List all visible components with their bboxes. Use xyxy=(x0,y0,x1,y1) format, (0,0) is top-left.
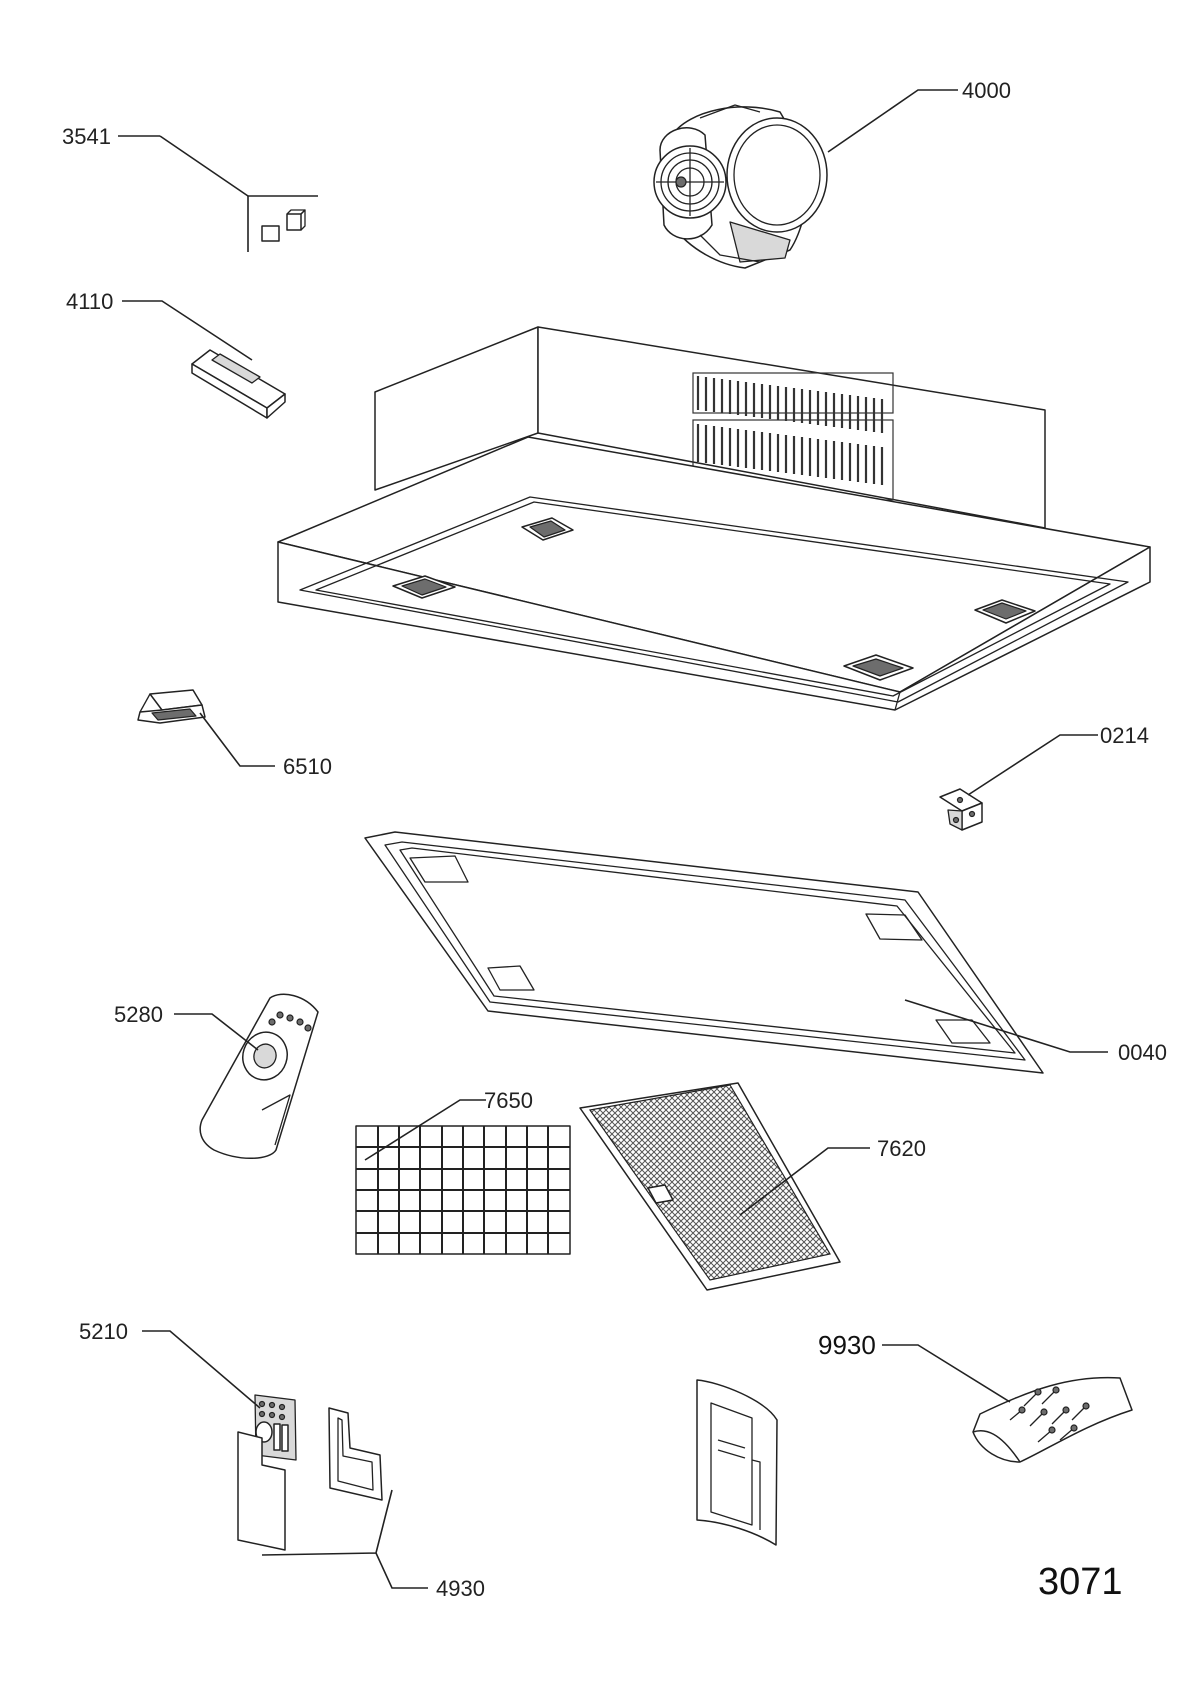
part-4000[interactable]: 4000 xyxy=(653,78,1011,269)
part-4110[interactable]: 4110 xyxy=(66,289,286,419)
leader-0214 xyxy=(967,734,1098,796)
leader-5280 xyxy=(174,1013,259,1051)
part-7650-drawing xyxy=(355,1125,571,1255)
label-4930: 4930 xyxy=(436,1576,485,1601)
part-7620[interactable]: 7620 xyxy=(579,1082,926,1291)
part-0214[interactable]: 0214 xyxy=(939,723,1149,831)
part-5280-drawing xyxy=(199,993,319,1159)
leader-4110 xyxy=(122,300,253,361)
part-0040-drawing xyxy=(364,831,1044,1074)
label-0040: 0040 xyxy=(1118,1040,1167,1065)
part-9930[interactable]: 9930 xyxy=(818,1330,1133,1463)
part-3541-drawing xyxy=(247,195,318,252)
label-3541: 3541 xyxy=(62,124,111,149)
leader-6510 xyxy=(199,712,275,767)
part-5280[interactable]: 5280 xyxy=(114,993,319,1159)
downlight-3 xyxy=(974,599,1036,624)
leader-7650 xyxy=(364,1099,486,1161)
downlight-2 xyxy=(392,575,456,599)
label-9930: 9930 xyxy=(818,1330,876,1360)
leader-4930 xyxy=(261,1489,428,1589)
label-5210: 5210 xyxy=(79,1319,128,1344)
label-4110: 4110 xyxy=(66,289,113,314)
hood-body xyxy=(277,326,1151,711)
vent-grill xyxy=(692,372,894,501)
leader-7620 xyxy=(739,1147,870,1216)
leader-3541-diag xyxy=(159,135,249,197)
leader-9930 xyxy=(882,1344,1011,1403)
leader-5210 xyxy=(142,1330,261,1409)
part-7620-drawing xyxy=(579,1082,841,1291)
downlight-4 xyxy=(843,654,914,681)
part-6510[interactable]: 6510 xyxy=(137,689,332,779)
part-5210-drawing xyxy=(254,1394,297,1461)
label-7650: 7650 xyxy=(484,1088,533,1113)
label-5280: 5280 xyxy=(114,1002,163,1027)
leader-0040 xyxy=(904,999,1108,1053)
part-4000-drawing xyxy=(653,104,828,269)
leader-4000 xyxy=(827,89,958,153)
part-4930[interactable]: 4930 xyxy=(237,1407,485,1601)
part-3541[interactable]: 3541 xyxy=(62,124,318,252)
part-6510-drawing xyxy=(137,689,206,724)
part-5210[interactable]: 5210 xyxy=(79,1319,297,1461)
instruction-booklet xyxy=(696,1379,778,1546)
downlight-1 xyxy=(521,517,574,541)
label-6510: 6510 xyxy=(283,754,332,779)
part-9930-drawing xyxy=(972,1376,1133,1463)
part-4930-drawing xyxy=(237,1407,383,1551)
label-4000: 4000 xyxy=(962,78,1011,103)
part-4110-drawing xyxy=(191,349,286,419)
label-0214: 0214 xyxy=(1100,723,1149,748)
part-0040[interactable]: 0040 xyxy=(364,831,1167,1074)
drawing-number: 3071 xyxy=(1038,1561,1123,1603)
label-7620: 7620 xyxy=(877,1136,926,1161)
part-0214-drawing xyxy=(939,788,983,831)
part-7650[interactable]: 7650 xyxy=(355,1088,571,1255)
